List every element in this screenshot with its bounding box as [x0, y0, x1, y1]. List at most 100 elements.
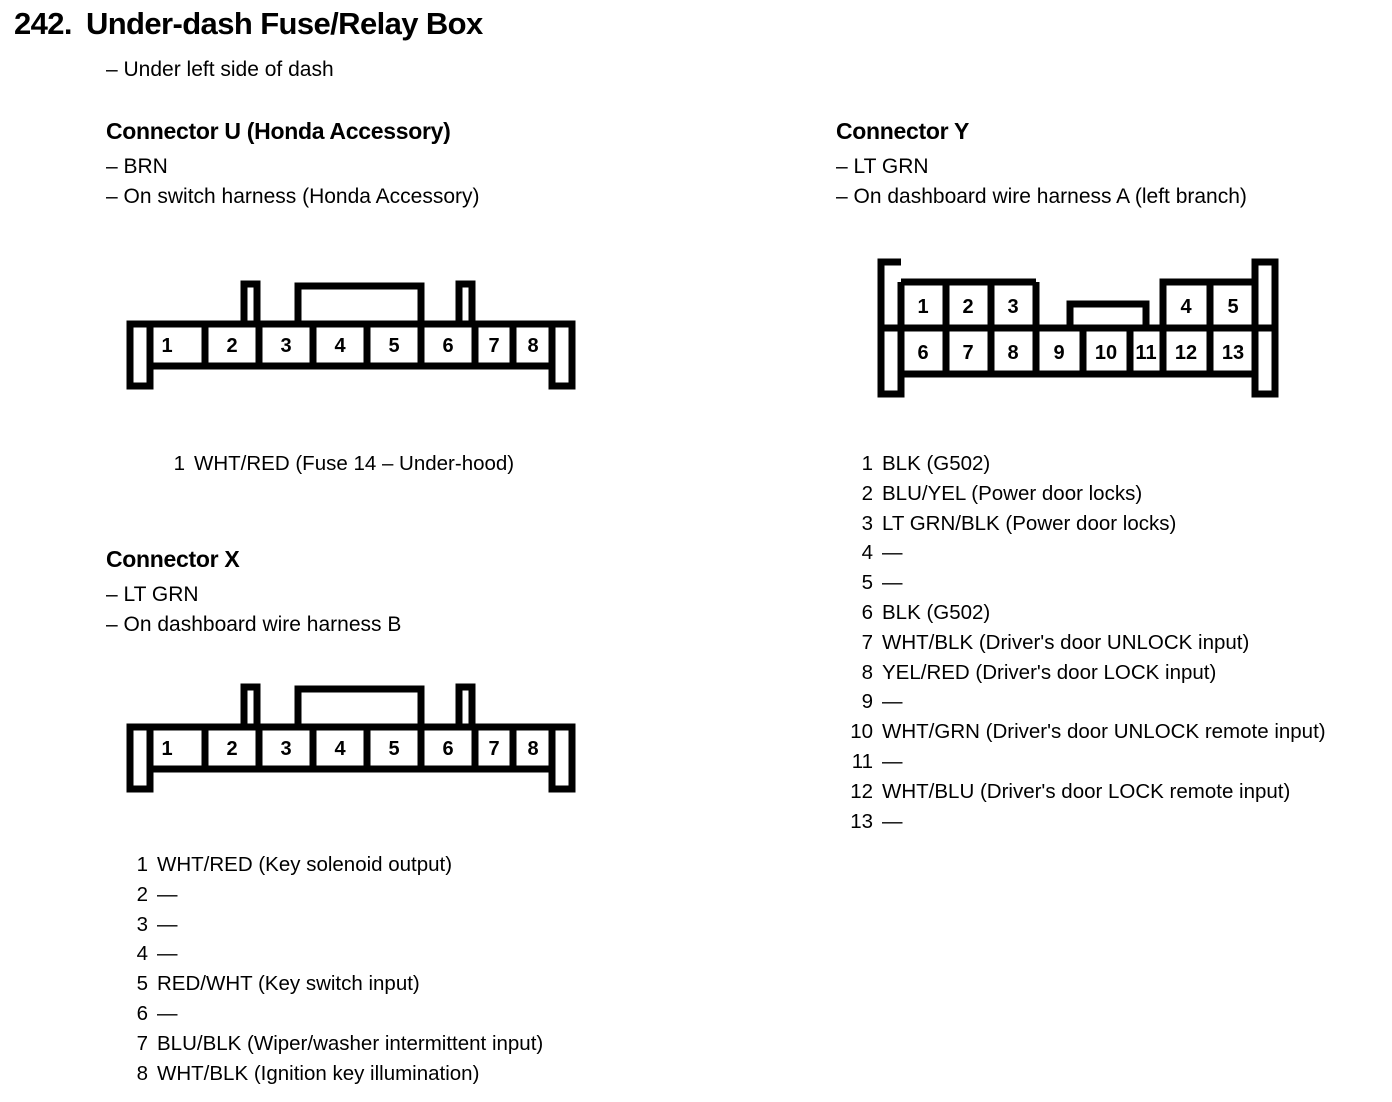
pin-description: —: [882, 541, 903, 565]
connector-x-pin-list: 1 WHT/RED (Key solenoid output) 2 — 3 — …: [118, 850, 544, 1089]
pin-row: 8 WHT/BLK (Ignition key illumination): [118, 1059, 543, 1089]
connector-u-diagram: 1 2 3 4 5 6 7 8: [126, 278, 576, 390]
svg-text:13: 13: [1222, 342, 1244, 364]
svg-text:7: 7: [488, 335, 499, 357]
pin-row: 3 LT GRN/BLK (Power door locks): [843, 509, 1326, 539]
pin-description: BLK (G502): [882, 600, 991, 624]
svg-text:3: 3: [1007, 296, 1018, 318]
pin-description: WHT/BLK (Driver's door UNLOCK input): [882, 630, 1250, 654]
page-title-number: 242.: [14, 6, 73, 41]
svg-text:6: 6: [442, 738, 453, 760]
page-title-text: Under-dash Fuse/Relay Box: [85, 6, 483, 41]
pin-description: BLU/YEL (Power door locks): [882, 481, 1143, 505]
svg-text:8: 8: [1007, 342, 1018, 364]
connector-y-location-note: – On dashboard wire harness A (left bran…: [836, 185, 1247, 208]
pin-number: 1: [861, 452, 873, 475]
connector-y-svg: 1 2 3 4 5 6 7 8 9 10 11 12 13: [877, 258, 1279, 398]
pin-number: 6: [861, 600, 873, 624]
pin-description: —: [882, 749, 903, 773]
pin-description: YEL/RED (Driver's door LOCK input): [882, 660, 1217, 684]
pin-row: 12 WHT/BLU (Driver's door LOCK remote in…: [843, 777, 1326, 807]
svg-text:3: 3: [280, 738, 291, 760]
pin-number: 6: [136, 1001, 148, 1025]
pin-description: —: [157, 882, 178, 906]
pin-row: 2 —: [118, 880, 543, 910]
pin-description: WHT/RED (Fuse 14 – Under-hood): [194, 452, 515, 475]
pin-number: 1: [173, 452, 185, 475]
svg-text:5: 5: [388, 738, 399, 760]
pin-row: 9 —: [843, 687, 1326, 717]
connector-y-color-note: – LT GRN: [836, 155, 929, 178]
pin-number: 4: [861, 541, 873, 565]
connector-y-heading: Connector Y: [836, 118, 970, 144]
pin-row: 1 WHT/RED (Key solenoid output): [118, 850, 543, 880]
svg-text:6: 6: [917, 342, 928, 364]
svg-text:12: 12: [1175, 342, 1197, 364]
svg-text:11: 11: [1135, 342, 1156, 364]
svg-text:2: 2: [962, 296, 973, 318]
connector-x-heading: Connector X: [106, 546, 240, 572]
pin-number: 5: [861, 571, 873, 595]
pin-description: WHT/RED (Key solenoid output): [157, 853, 453, 876]
svg-text:2: 2: [226, 738, 237, 760]
svg-text:7: 7: [488, 738, 499, 760]
pin-number: 11: [851, 749, 873, 773]
pin-row: 1 BLK (G502): [843, 449, 1326, 479]
pin-row: 7 BLU/BLK (Wiper/washer intermittent inp…: [118, 1029, 544, 1059]
pin-number: 8: [861, 660, 873, 684]
svg-text:4: 4: [1180, 296, 1192, 318]
svg-text:4: 4: [334, 738, 346, 760]
pin-description: —: [882, 809, 903, 833]
connector-u-pin-numbers: 1 2 3 4 5 6 7 8: [161, 335, 538, 357]
pin-number: 10: [850, 720, 873, 744]
pin-number: 4: [136, 942, 148, 966]
pin-number: 3: [136, 912, 148, 936]
connector-x-pin-numbers: 1 2 3 4 5 6 7 8: [161, 738, 538, 760]
svg-text:5: 5: [388, 335, 399, 357]
pin-description: WHT/GRN (Driver's door UNLOCK remote inp…: [882, 720, 1326, 744]
pin-row: 6 —: [118, 999, 543, 1029]
svg-text:3: 3: [280, 335, 291, 357]
svg-text:5: 5: [1227, 296, 1238, 318]
pin-number: 7: [136, 1031, 148, 1055]
pin-description: RED/WHT (Key switch input): [157, 972, 420, 996]
connector-x-diagram: 1 2 3 4 5 6 7 8: [126, 681, 576, 793]
connector-x-color-note: – LT GRN: [106, 583, 199, 606]
pin-description: —: [882, 571, 903, 595]
pin-row: 2 BLU/YEL (Power door locks): [843, 479, 1326, 509]
svg-text:7: 7: [962, 342, 973, 364]
pin-row: 5 —: [843, 568, 1326, 598]
connector-u-pin-list: 1 WHT/RED (Fuse 14 – Under-hood): [155, 449, 515, 479]
svg-text:9: 9: [1053, 342, 1064, 364]
connector-x-svg: 1 2 3 4 5 6 7 8: [126, 683, 576, 793]
pin-description: —: [157, 1001, 178, 1025]
svg-text:8: 8: [527, 335, 538, 357]
pin-description: —: [157, 912, 178, 936]
connector-u-heading: Connector U (Honda Accessory): [106, 118, 451, 144]
svg-text:8: 8: [527, 738, 538, 760]
page-title: 242. Under-dash Fuse/Relay Box: [14, 6, 483, 42]
pin-number: 12: [850, 779, 873, 803]
pin-description: BLU/BLK (Wiper/washer intermittent input…: [157, 1031, 544, 1055]
pin-row: 10 WHT/GRN (Driver's door UNLOCK remote …: [843, 717, 1326, 747]
svg-text:4: 4: [334, 335, 346, 357]
pin-number: 5: [136, 972, 148, 996]
svg-text:6: 6: [442, 335, 453, 357]
pin-description: LT GRN/BLK (Power door locks): [882, 511, 1177, 535]
pin-description: —: [157, 942, 178, 966]
pin-row: 5 RED/WHT (Key switch input): [118, 969, 543, 999]
pin-description: —: [882, 690, 903, 714]
connector-u-color-note: – BRN: [106, 155, 168, 178]
pin-description: BLK (G502): [882, 452, 991, 475]
pin-row: 1 WHT/RED (Fuse 14 – Under-hood): [155, 449, 515, 479]
pin-number: 2: [861, 481, 873, 505]
connector-y-pin-list: 1 BLK (G502) 2 BLU/YEL (Power door locks…: [843, 449, 1326, 836]
pin-description: WHT/BLK (Ignition key illumination): [157, 1061, 480, 1085]
pin-number: 7: [861, 630, 873, 654]
connector-y-pin-numbers: 1 2 3 4 5 6 7 8 9 10 11 12 13: [917, 296, 1244, 364]
pin-number: 3: [861, 511, 873, 535]
pin-row: 3 —: [118, 910, 543, 940]
connector-y-diagram: 1 2 3 4 5 6 7 8 9 10 11 12 13: [876, 258, 1280, 398]
pin-row: 8 YEL/RED (Driver's door LOCK input): [843, 658, 1326, 688]
